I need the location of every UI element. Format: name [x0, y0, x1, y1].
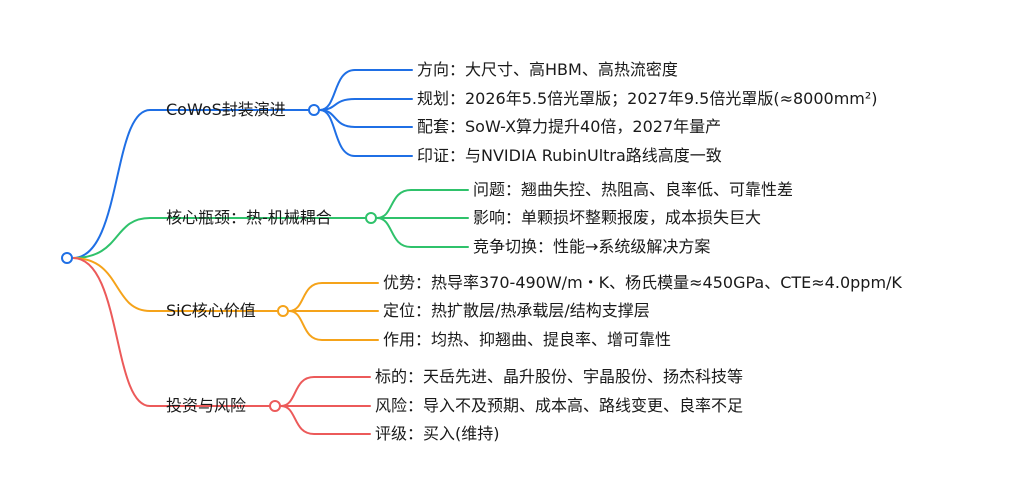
leaf-label-plan: 规划：2026年5.5倍光罩版；2027年9.5倍光罩版(≈8000mm²)	[417, 89, 878, 108]
leaf-edge-cowos-3	[319, 109, 413, 157]
leaf-label-confirm: 印证：与NVIDIA RubinUltra路线高度一致	[417, 146, 722, 165]
branch-node-sic	[277, 305, 289, 317]
mindmap-edges	[72, 69, 469, 435]
root-edge-cowos	[72, 109, 309, 259]
branch-title-sic: SiC核心价值	[166, 301, 256, 320]
leaf-label-support: 配套：SoW-X算力提升40倍，2027年量产	[417, 117, 722, 136]
leaf-edge-sic-0	[288, 282, 379, 312]
leaf-label-risk: 风险：导入不及预期、成本高、路线变更、良率不足	[375, 396, 744, 415]
leaf-label-positioning: 定位：热扩散层/热承载层/结构支撑层	[383, 301, 650, 320]
leaf-label-targets: 标的：天岳先进、晶升股份、宇晶股份、扬杰科技等	[375, 367, 744, 386]
root-edge-bottleneck	[72, 217, 366, 259]
leaf-edge-cowos-1	[319, 98, 413, 111]
leaf-edge-bottleneck-0	[376, 189, 469, 219]
leaf-label-direction: 方向：大尺寸、高HBM、高热流密度	[417, 60, 678, 79]
leaf-label-function: 作用：均热、抑翘曲、提良率、增可靠性	[383, 330, 672, 349]
leaf-edge-cowos-0	[319, 69, 413, 111]
leaf-label-problem: 问题：翘曲失控、热阻高、良率低、可靠性差	[473, 180, 794, 199]
branch-node-cowos	[308, 104, 320, 116]
root-node	[61, 252, 73, 264]
leaf-label-advantage: 优势：热导率370-490W/m・K、杨氏模量≈450GPa、CTE≈4.0pp…	[383, 273, 902, 292]
root-edge-investment	[72, 257, 270, 407]
branch-title-investment: 投资与风险	[166, 396, 247, 415]
leaf-label-competition: 竞争切换：性能→系统级解决方案	[473, 237, 711, 256]
leaf-edge-bottleneck-2	[376, 217, 469, 248]
leaf-label-impact: 影响：单颗损坏整颗报废，成本损失巨大	[473, 208, 762, 227]
branch-title-bottleneck: 核心瓶颈：热-机械耦合	[166, 208, 332, 227]
mindmap-nodes	[61, 104, 377, 412]
branch-node-investment	[269, 400, 281, 412]
leaf-edge-investment-0	[280, 376, 371, 407]
root-edge-sic	[72, 257, 278, 312]
leaf-edge-sic-2	[288, 310, 379, 341]
leaf-label-rating: 评级：买入(维持)	[375, 424, 500, 443]
branch-title-cowos: CoWoS封装演进	[166, 100, 286, 119]
leaf-edge-investment-2	[280, 405, 371, 435]
branch-node-bottleneck	[365, 212, 377, 224]
